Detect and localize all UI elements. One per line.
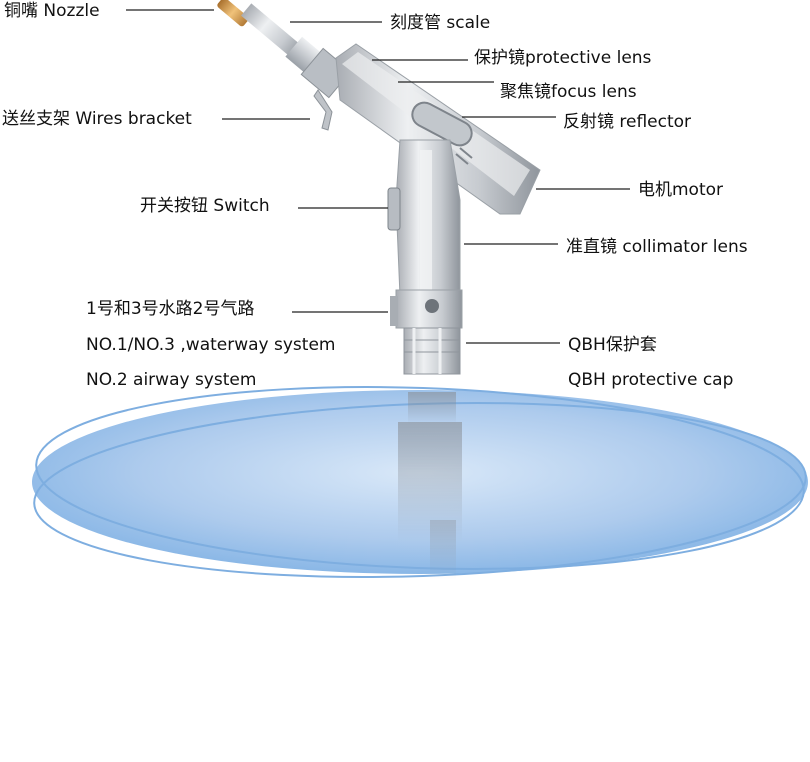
label-focus-lens: 聚焦镜focus lens <box>500 82 637 102</box>
label-switch: 开关按钮 Switch <box>140 196 270 216</box>
label-qbh-cn: QBH保护套 <box>568 335 657 355</box>
leader-lines <box>126 9 630 344</box>
gun-reflection <box>398 392 462 580</box>
label-waterway-cn: 1号和3号水路2号气路 <box>86 299 255 319</box>
label-collimator-lens: 准直镜 collimator lens <box>566 237 748 257</box>
label-waterway-en: NO.1/NO.3 ,waterway system <box>86 335 336 355</box>
label-protective-lens: 保护镜protective lens <box>474 48 652 68</box>
label-wires-bracket: 送丝支架 Wires bracket <box>2 109 192 129</box>
label-airway-en: NO.2 airway system <box>86 370 257 390</box>
welding-gun <box>217 0 541 375</box>
label-qbh-en: QBH protective cap <box>568 370 734 390</box>
label-reflector: 反射镜 reflector <box>563 112 692 132</box>
label-nozzle: 铜嘴 Nozzle <box>4 1 100 21</box>
label-scale: 刻度管 scale <box>390 13 491 33</box>
label-motor: 电机motor <box>638 180 724 200</box>
nozzle-part <box>217 0 249 27</box>
